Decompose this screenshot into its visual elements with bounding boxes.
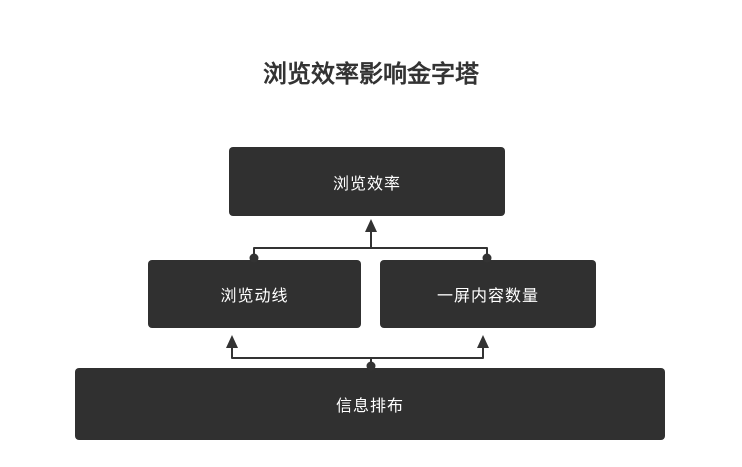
diagram-title: 浏览效率影响金字塔 (263, 61, 479, 88)
node-label: 浏览效率 (332, 175, 401, 193)
node-browse-path: 浏览动线 (148, 260, 361, 328)
node-label: 信息排布 (335, 398, 404, 415)
node-info-layout: 信息排布 (75, 368, 665, 440)
node-screen-content-count: 一屏内容数量 (380, 260, 596, 328)
node-label: 一屏内容数量 (436, 288, 539, 305)
connector-bottom-to-middle-line (231, 346, 484, 359)
arrowhead-up-icon (477, 335, 489, 348)
node-label: 浏览动线 (220, 288, 289, 305)
node-browse-efficiency: 浏览效率 (229, 147, 505, 216)
connector-middle-to-top-line (253, 247, 488, 258)
arrowhead-up-icon (365, 219, 377, 232)
arrowhead-up-icon (226, 335, 238, 348)
